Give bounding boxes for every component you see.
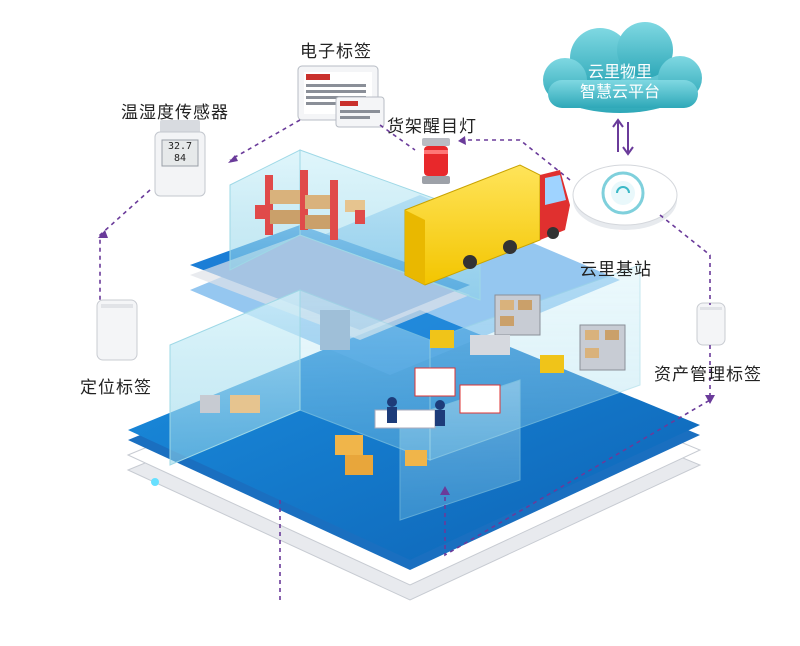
asset-tag-icon — [696, 302, 726, 346]
cloud-icon — [543, 22, 702, 113]
temp-humidity-sensor-label: 温湿度传感器 — [121, 103, 229, 123]
arrow-heads — [98, 136, 715, 495]
sensor-display: 32.7 84 — [164, 141, 196, 165]
electronic-tag-label: 电子标签 — [300, 42, 372, 62]
cloud-label: 云里物里 智慧云平台 — [565, 62, 675, 102]
sensor-temp: 32.7 — [167, 141, 193, 152]
base-station-label: 云里基站 — [580, 260, 652, 280]
base-station-icon — [572, 164, 678, 230]
lower-items — [200, 310, 501, 475]
positioning-tag-label: 定位标签 — [80, 378, 152, 398]
connection-lines — [99, 119, 711, 600]
cloud-label-line1: 云里物里 — [587, 62, 652, 81]
asset-tag-label: 资产管理标签 — [654, 365, 762, 385]
positioning-tag-icon — [96, 299, 138, 361]
right-shelves — [430, 294, 626, 373]
signal-dot-icon — [151, 478, 159, 486]
shelf-light-icon — [422, 138, 450, 184]
sync-arrows-icon — [612, 118, 634, 156]
upper-shelves — [255, 170, 365, 240]
temp-humidity-sensor-icon — [154, 120, 206, 197]
truck — [404, 164, 570, 286]
electronic-tag-icon — [297, 65, 385, 128]
sensor-humidity: 84 — [173, 153, 187, 164]
shelf-light-label: 货架醒目灯 — [387, 117, 477, 137]
cloud-label-line2: 智慧云平台 — [579, 82, 660, 101]
